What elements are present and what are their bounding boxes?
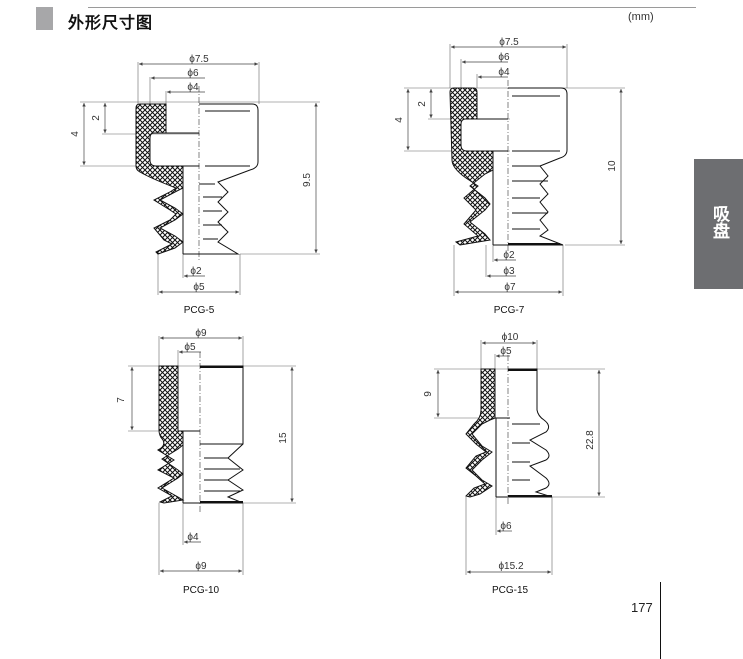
- dim-bottom-2: ϕ9: [195, 561, 207, 572]
- dim-bottom-2: ϕ5: [193, 282, 205, 293]
- side-tab-label: 吸盘: [709, 205, 729, 239]
- header-rule: [88, 7, 696, 8]
- dim-left-1: 9: [423, 391, 434, 397]
- section-header: 外形尺寸图: [36, 7, 696, 32]
- dim-bottom-1: ϕ2: [503, 250, 515, 261]
- dim-top-2: ϕ6: [187, 68, 199, 79]
- dim-right: 15: [278, 432, 289, 444]
- dim-left-1: 4: [70, 131, 81, 137]
- page-rule: [660, 582, 661, 659]
- dim-bottom-1: ϕ6: [500, 521, 512, 532]
- dim-top-1: ϕ10: [502, 332, 519, 343]
- drawing-pcg-10: ϕ9 ϕ5 ϕ4 ϕ9 7 15 PCG-10: [116, 328, 296, 596]
- dim-bottom-2: ϕ15.2: [498, 561, 524, 572]
- dim-bottom-2: ϕ3: [503, 266, 515, 277]
- dim-bottom-3: ϕ7: [504, 282, 516, 293]
- unit-label: (mm): [628, 11, 654, 23]
- dim-top-1: ϕ9: [195, 328, 207, 339]
- model-label: PCG-10: [183, 585, 220, 596]
- dim-top-1: ϕ7.5: [499, 37, 519, 48]
- dim-right: 10: [607, 160, 618, 172]
- dim-top-2: ϕ6: [498, 52, 510, 63]
- dim-left-2: 2: [91, 115, 102, 121]
- model-label: PCG-7: [494, 305, 525, 316]
- dim-top-3: ϕ4: [187, 82, 199, 93]
- dim-left-1: 7: [116, 397, 127, 403]
- drawing-pcg-7: ϕ7.5 ϕ6 ϕ4 ϕ2 ϕ3 ϕ7 4 2 10 PCG-7: [394, 37, 625, 316]
- dim-bottom-1: ϕ4: [187, 532, 199, 543]
- dim-left-2: 2: [417, 101, 428, 107]
- dim-bottom-1: ϕ2: [190, 266, 202, 277]
- dim-left-1: 4: [394, 117, 405, 123]
- model-label: PCG-5: [184, 305, 215, 316]
- drawing-pcg-15: ϕ10 ϕ5 ϕ6 ϕ15.2 9 22.8 PCG-15: [423, 332, 605, 596]
- model-label: PCG-15: [492, 585, 529, 596]
- dim-top-1: ϕ7.5: [189, 54, 209, 65]
- drawing-pcg-5: ϕ7.5 ϕ6 ϕ4 ϕ2 ϕ5 4 2 9.5 PCG-5: [70, 54, 320, 316]
- dim-right: 9.5: [302, 173, 313, 187]
- dim-right: 22.8: [585, 430, 596, 450]
- dim-top-2: ϕ5: [184, 342, 196, 353]
- page-number: 177: [631, 600, 653, 615]
- dim-top-2: ϕ5: [500, 346, 512, 357]
- header-marker: [36, 7, 53, 30]
- side-tab[interactable]: 吸盘: [694, 159, 743, 289]
- page-title: 外形尺寸图: [68, 13, 154, 32]
- dim-top-3: ϕ4: [498, 67, 510, 78]
